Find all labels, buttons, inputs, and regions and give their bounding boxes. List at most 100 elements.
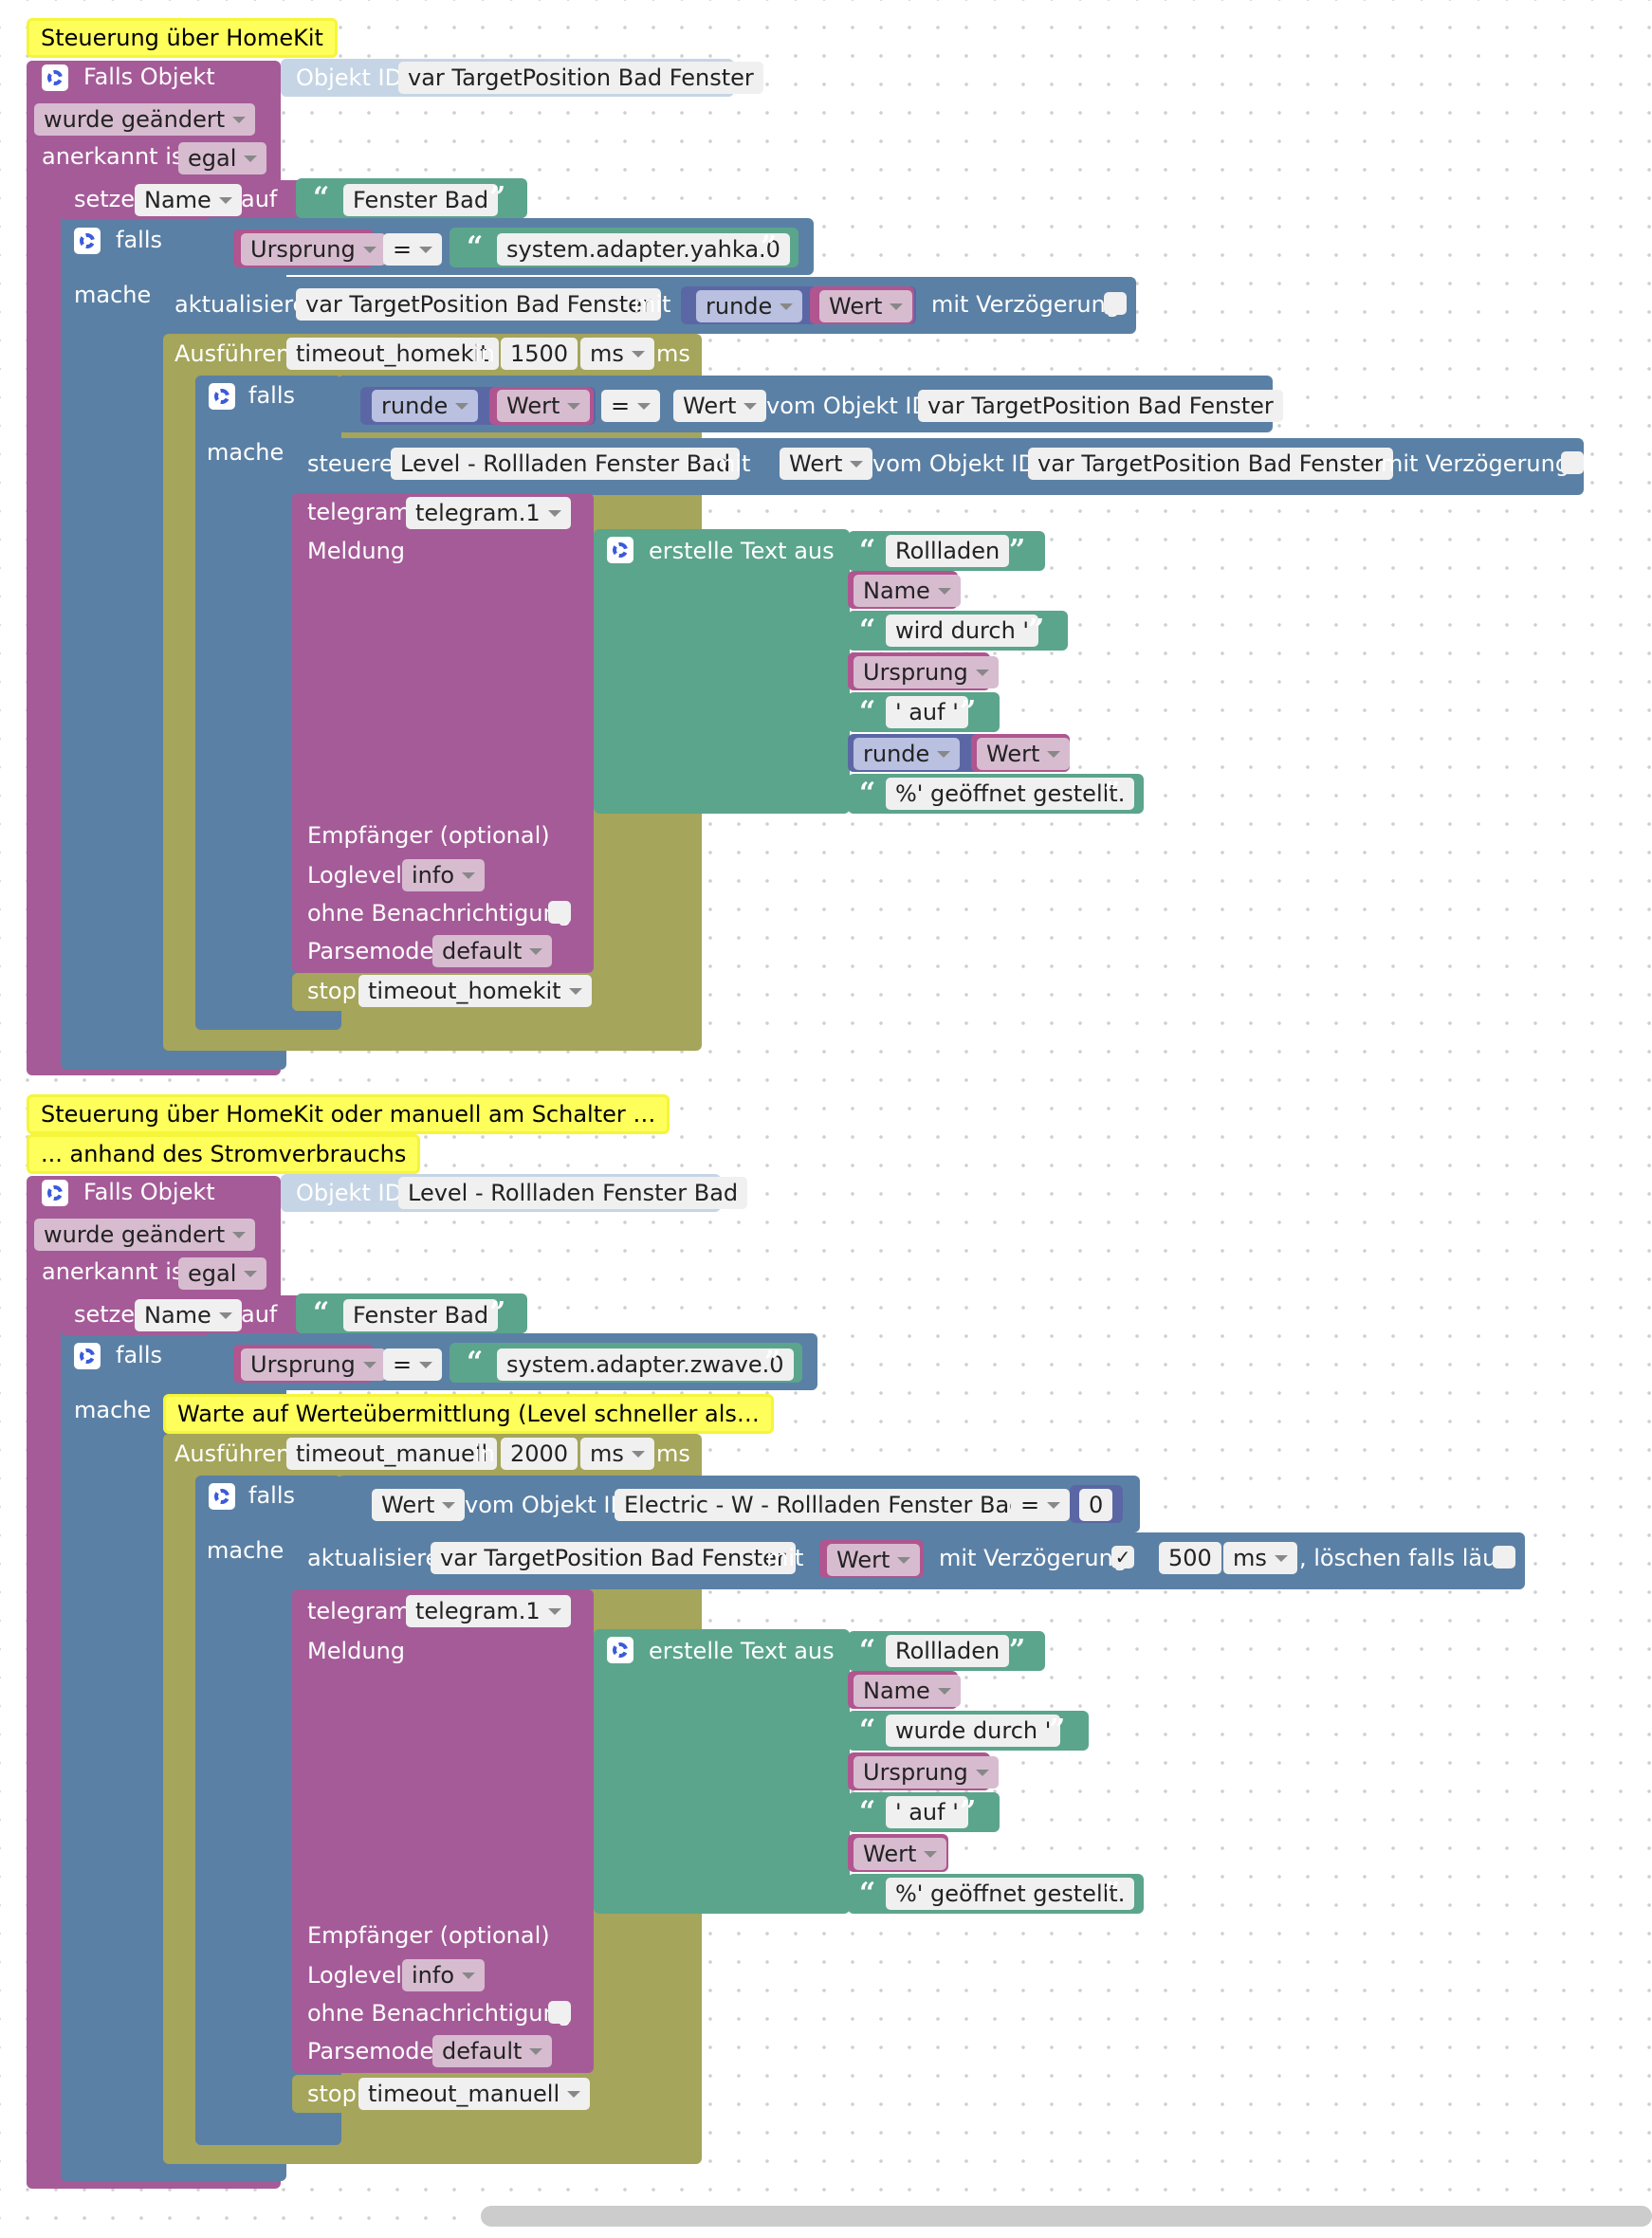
telegram-block[interactable]: [292, 493, 594, 973]
parsemode-dropdown[interactable]: default: [432, 935, 553, 967]
text-value[interactable]: %' geöffnet gestellt.: [886, 778, 1135, 810]
delay-checkbox[interactable]: [1561, 451, 1584, 474]
round-dropdown[interactable]: runde: [372, 390, 479, 422]
timeout-name[interactable]: timeout_manuell: [286, 1438, 498, 1470]
telegram-block[interactable]: [292, 1589, 594, 2073]
text-value[interactable]: system.adapter.zwave.0: [497, 1348, 794, 1381]
operator-dropdown[interactable]: =: [1011, 1489, 1071, 1521]
create-text-block[interactable]: [594, 529, 850, 814]
text-value[interactable]: ' auf ': [886, 696, 968, 728]
wert-dropdown[interactable]: Wert: [977, 738, 1071, 770]
update-target[interactable]: var TargetPosition Bad Fenster: [431, 1542, 796, 1574]
ack-dropdown[interactable]: egal: [178, 1257, 267, 1290]
gear-icon[interactable]: [42, 64, 68, 91]
instance-dropdown[interactable]: telegram.1: [406, 1595, 571, 1627]
loglevel-dropdown[interactable]: info: [402, 859, 486, 891]
gear-icon[interactable]: [74, 1343, 101, 1369]
ack-dropdown[interactable]: egal: [178, 142, 267, 174]
text-value[interactable]: ' auf ': [886, 1796, 968, 1828]
to-label: auf: [241, 186, 278, 212]
stop-dropdown[interactable]: timeout_homekit: [358, 975, 592, 1007]
ursprung-dropdown[interactable]: Ursprung: [854, 1756, 999, 1789]
timeout-ms[interactable]: 2000: [501, 1438, 578, 1470]
gear-icon[interactable]: [42, 1180, 68, 1206]
wert-dropdown[interactable]: Wert: [497, 390, 591, 422]
control-target[interactable]: Level - Rollladen Fenster Bad: [391, 448, 741, 480]
update-target[interactable]: var TargetPosition Bad Fenster: [296, 288, 661, 321]
text-value[interactable]: Fenster Bad: [343, 184, 499, 216]
parsemode-dropdown[interactable]: default: [432, 2035, 553, 2067]
text-value[interactable]: system.adapter.yahka.0: [497, 233, 790, 266]
loglevel-dropdown[interactable]: info: [402, 1959, 486, 1991]
gear-icon[interactable]: [209, 383, 235, 410]
changed-dropdown[interactable]: wurde geändert: [34, 103, 256, 136]
gear-icon[interactable]: [607, 537, 633, 563]
quote-open-icon: “: [859, 1634, 876, 1667]
wert-dropdown[interactable]: Wert: [819, 290, 913, 322]
wert-dropdown[interactable]: Wert: [780, 448, 873, 480]
clear-checkbox[interactable]: [1493, 1546, 1515, 1568]
comment-bubble[interactable]: Steuerung über HomeKit oder manuell am S…: [27, 1094, 670, 1134]
silent-checkbox[interactable]: [548, 2001, 571, 2024]
delay-label: mit Verzögerung: [1381, 450, 1570, 477]
comment-bubble[interactable]: Steuerung über HomeKit: [27, 18, 338, 58]
create-text-block[interactable]: [594, 1629, 850, 1914]
text-value[interactable]: Rollladen: [886, 1635, 1010, 1667]
timeout-ms[interactable]: 1500: [501, 338, 578, 370]
text-value[interactable]: Fenster Bad: [343, 1299, 499, 1331]
stop-dropdown[interactable]: timeout_manuell: [358, 2078, 591, 2110]
gear-icon[interactable]: [74, 228, 101, 254]
stop-label: stop: [307, 978, 357, 1004]
wert-dropdown[interactable]: Wert: [854, 1838, 947, 1870]
timeout-name[interactable]: timeout_homekit: [286, 338, 499, 370]
text-value[interactable]: wird durch ': [886, 615, 1039, 647]
comment-note[interactable]: Warte auf Werteübermittlung (Level schne…: [163, 1394, 774, 1434]
delay-label: mit Verzögerung: [931, 291, 1121, 318]
silent-checkbox[interactable]: [548, 901, 571, 924]
instance-dropdown[interactable]: telegram.1: [406, 497, 571, 529]
round-dropdown[interactable]: runde: [696, 290, 803, 322]
gear-icon[interactable]: [607, 1637, 633, 1663]
text-value[interactable]: Rollladen: [886, 535, 1010, 567]
do-label: mache: [74, 282, 152, 308]
in-label: in: [474, 1440, 495, 1467]
unit-dropdown[interactable]: ms: [1223, 1542, 1297, 1574]
wert-dropdown[interactable]: Wert: [372, 1489, 466, 1521]
variable-dropdown[interactable]: Name: [135, 184, 242, 216]
quote-close-icon: ”: [489, 181, 506, 214]
objectid-label: Objekt ID: [296, 1180, 403, 1206]
operator-dropdown[interactable]: =: [601, 390, 661, 422]
gear-icon[interactable]: [209, 1483, 235, 1510]
variable-dropdown[interactable]: Name: [135, 1299, 242, 1331]
unit-dropdown[interactable]: ms: [580, 1438, 654, 1470]
of-label: vom Objekt ID: [465, 1492, 628, 1518]
ursprung-dropdown[interactable]: Ursprung: [854, 656, 999, 688]
changed-dropdown[interactable]: wurde geändert: [34, 1219, 256, 1251]
control-label: steuere: [307, 450, 394, 477]
objectid-value[interactable]: var TargetPosition Bad Fenster: [398, 62, 763, 94]
object-value[interactable]: var TargetPosition Bad Fenster: [1028, 448, 1393, 480]
object-value[interactable]: Electric - W - Rollladen Fenster Bad: [615, 1489, 1034, 1521]
ursprung-dropdown[interactable]: Ursprung: [241, 233, 386, 266]
delay-ms-value[interactable]: 500: [1159, 1542, 1221, 1574]
comment-bubble[interactable]: ... anhand des Stromverbrauchs: [27, 1134, 421, 1174]
name-dropdown[interactable]: Name: [854, 1675, 961, 1707]
operator-dropdown[interactable]: =: [383, 1348, 443, 1381]
unit-dropdown[interactable]: ms: [580, 338, 654, 370]
ursprung-dropdown[interactable]: Ursprung: [241, 1348, 386, 1381]
number-value[interactable]: 0: [1079, 1489, 1113, 1521]
wert-dropdown[interactable]: Wert: [673, 390, 767, 422]
operator-dropdown[interactable]: =: [383, 233, 443, 266]
horizontal-scrollbar[interactable]: [481, 2206, 1652, 2227]
quote-open-icon: “: [859, 1795, 876, 1828]
wert-dropdown[interactable]: Wert: [827, 1544, 921, 1576]
text-value[interactable]: %' geöffnet gestellt.: [886, 1878, 1135, 1910]
object-value[interactable]: var TargetPosition Bad Fenster: [918, 390, 1283, 422]
delay-checkbox[interactable]: ✓: [1111, 1546, 1134, 1568]
name-dropdown[interactable]: Name: [854, 575, 961, 607]
delay-checkbox[interactable]: [1104, 292, 1127, 315]
round-dropdown[interactable]: runde: [854, 738, 961, 770]
text-value[interactable]: wurde durch ': [886, 1715, 1061, 1747]
objectid-value[interactable]: Level - Rollladen Fenster Bad: [398, 1177, 748, 1209]
